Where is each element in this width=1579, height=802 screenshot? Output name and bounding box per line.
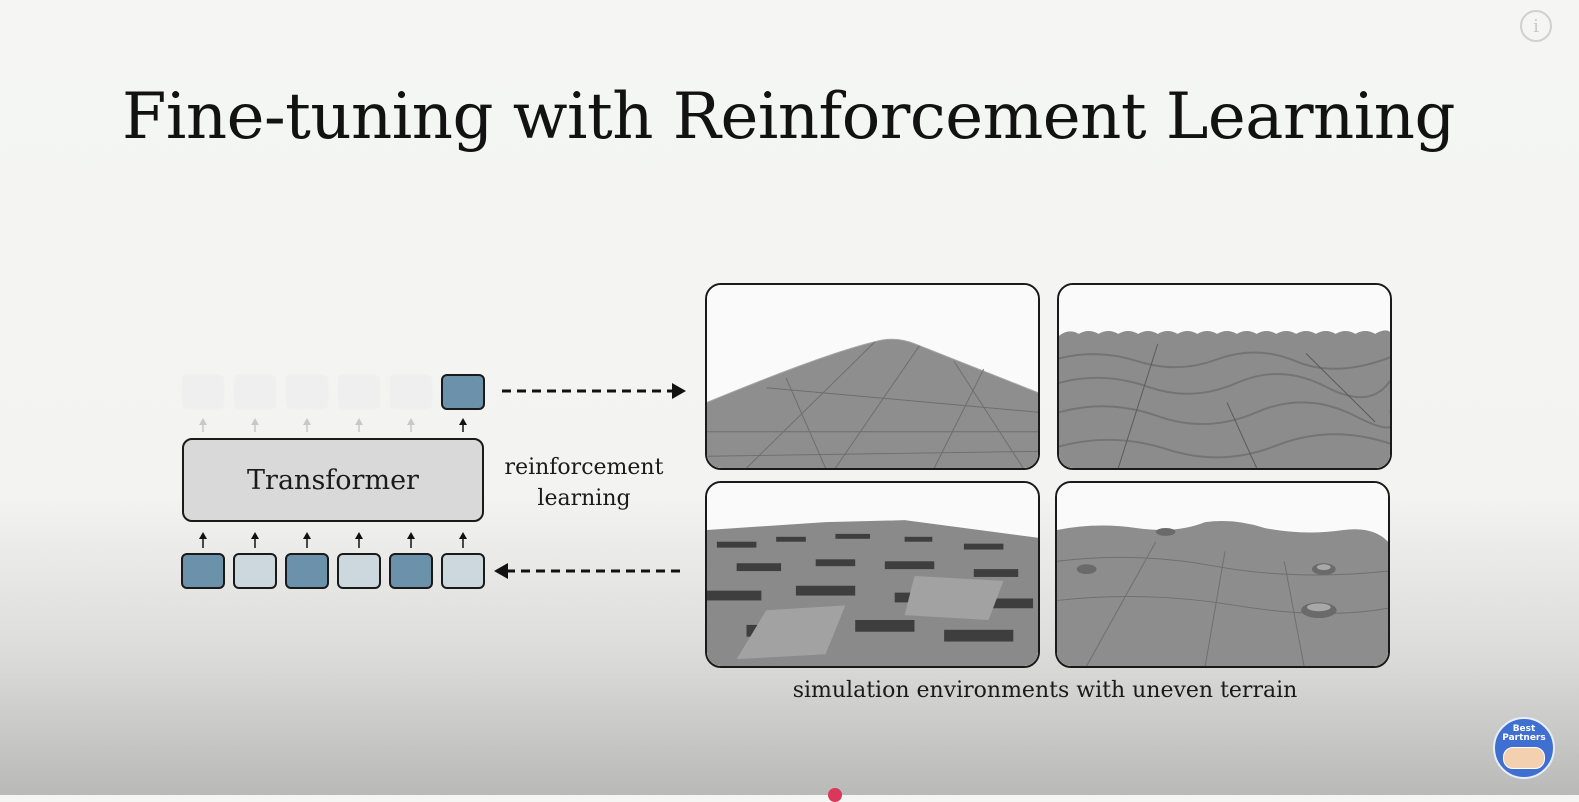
terrain-panel-stepped-blocks — [705, 481, 1040, 668]
output-arrow-1-head — [199, 418, 207, 425]
input-token-5 — [389, 553, 433, 589]
input-token-1 — [181, 553, 225, 589]
output-arrow-4-head — [355, 418, 363, 425]
input-arrow-4-head — [355, 532, 363, 539]
terrain-panel-wavy-surface — [1057, 283, 1392, 470]
input-arrow-3-head — [303, 532, 311, 539]
output-token-6 — [441, 374, 485, 410]
rl-label-line2: learning — [537, 486, 631, 511]
input-token-4 — [337, 553, 381, 589]
input-arrow-1-head — [199, 532, 207, 539]
transformer-label: Transformer — [247, 464, 419, 496]
handshake-icon — [1503, 747, 1545, 769]
reinforcement-learning-label: reinforcement learning — [498, 452, 670, 514]
arrowhead-right — [672, 383, 686, 399]
output-arrow-3-head — [303, 418, 311, 425]
output-token-1 — [181, 374, 225, 410]
info-icon: i — [1533, 15, 1539, 37]
output-token-2 — [233, 374, 277, 410]
transformer-block: Transformer — [182, 438, 484, 522]
output-tokens — [181, 374, 485, 410]
output-token-5 — [389, 374, 433, 410]
info-button[interactable]: i — [1520, 10, 1552, 42]
output-arrow-6-head — [459, 418, 467, 425]
output-token-4 — [337, 374, 381, 410]
output-arrow-2-head — [251, 418, 259, 425]
input-token-3 — [285, 553, 329, 589]
output-arrow-5-head — [407, 418, 415, 425]
progress-marker — [828, 788, 842, 802]
input-arrow-5-head — [407, 532, 415, 539]
logo-text-line1: Best — [1512, 724, 1536, 734]
logo-text-line2: Partners — [1502, 733, 1546, 743]
token-arrows — [199, 418, 467, 548]
output-token-3 — [285, 374, 329, 410]
terrain-panel-gentle-hill — [705, 283, 1040, 470]
rl-label-line1: reinforcement — [504, 455, 664, 480]
environments-caption: simulation environments with uneven terr… — [792, 678, 1298, 703]
input-tokens — [181, 553, 485, 589]
slide-title: Fine-tuning with Reinforcement Learning — [122, 80, 1455, 154]
input-arrow-2-head — [251, 532, 259, 539]
terrain-panel-rough-with-craters — [1055, 481, 1390, 668]
input-token-6 — [441, 553, 485, 589]
arrowhead-left — [494, 563, 508, 579]
input-arrow-6-head — [459, 532, 467, 539]
best-partners-logo-icon[interactable]: Best Partners — [1493, 717, 1555, 779]
input-token-2 — [233, 553, 277, 589]
